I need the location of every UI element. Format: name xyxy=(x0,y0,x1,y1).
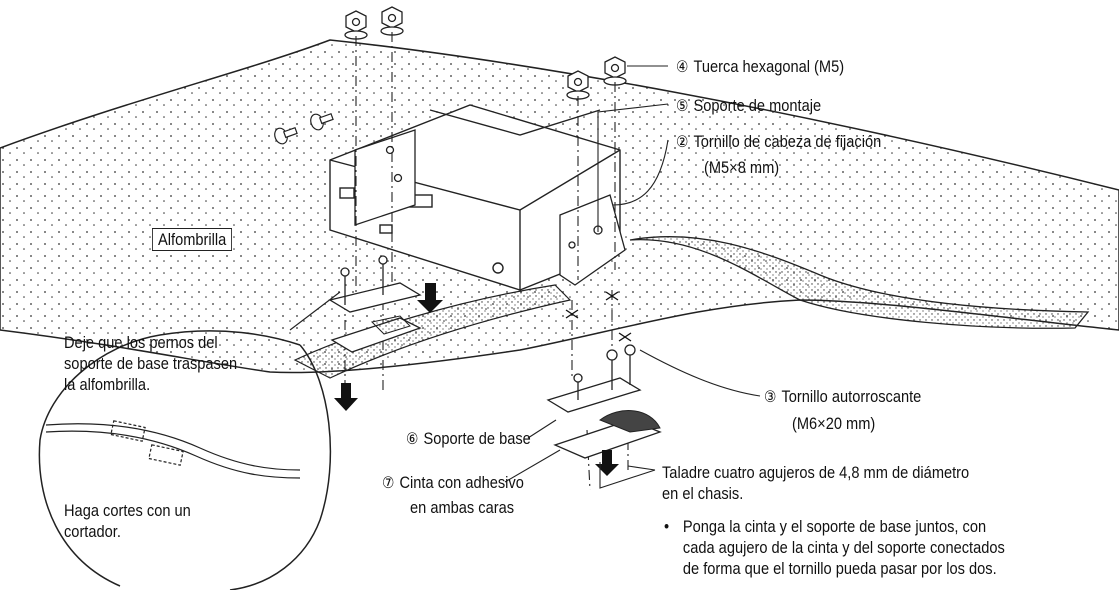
bullet-icon: • xyxy=(664,517,670,536)
bullet-note: •Ponga la cinta y el soporte de base jun… xyxy=(664,517,1005,578)
hex-nut-icon xyxy=(344,6,627,100)
flange-screw-spec: (M5×8 mm) xyxy=(704,158,780,177)
carpet-flap xyxy=(629,235,1090,329)
assembly-guide-lines xyxy=(344,32,629,491)
leader-lines xyxy=(289,65,761,489)
carpet-cut-detail xyxy=(45,420,301,479)
detail-callout xyxy=(38,330,332,590)
cut-instruction: Haga cortes con un cortador. xyxy=(64,501,191,541)
down-arrow-icon xyxy=(334,283,619,476)
mounting-bracket-left xyxy=(354,129,416,226)
mounting-bracket-right xyxy=(559,194,626,286)
base-bracket-left xyxy=(328,255,422,313)
carpet-label: Alfombrilla xyxy=(152,228,233,251)
drill-mark-icon xyxy=(565,291,632,342)
callout-text: Deje que los pernos del soporte de base … xyxy=(64,333,238,394)
tape-label-line2: en ambas caras xyxy=(410,498,515,517)
flange-screw-icon xyxy=(274,112,334,145)
base-bracket-right xyxy=(546,344,642,413)
drill-note: Taladre cuatro agujeros de 4,8 mm de diá… xyxy=(662,463,970,503)
tapping-screw-spec: (M6×20 mm) xyxy=(792,414,876,433)
